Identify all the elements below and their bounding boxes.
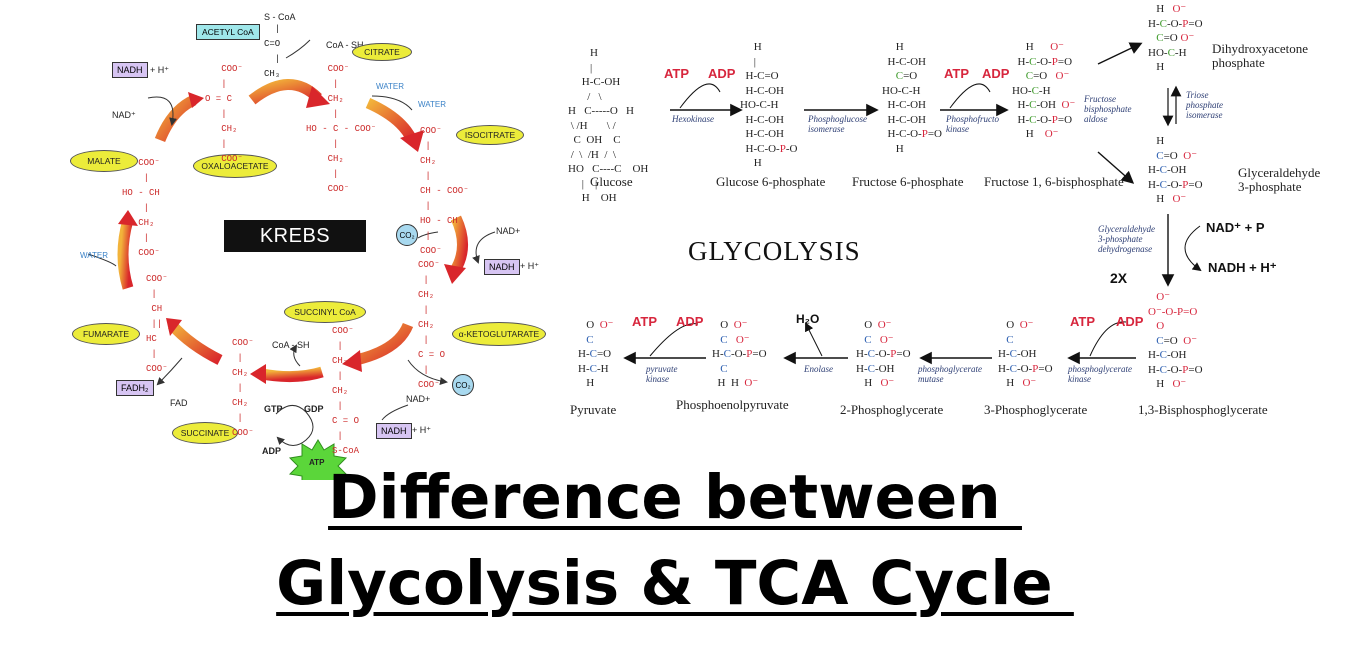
succinyl-coa-oval: SUCCINYL CoA: [284, 301, 366, 323]
enzyme-pfk: Phosphofructo kinase: [946, 114, 999, 134]
co2-bubble-2: CO₂: [452, 374, 474, 396]
bpg13-structure: O⁻ O⁻-O-P=O O C=O O⁻ H-C-OH H-C-O-P=O H …: [1148, 291, 1203, 390]
ketoglutarate-structure: COO⁻ | CH₂ | CH₂ | C = O | COO⁻: [418, 260, 446, 390]
oxaloacetate-oval: OXALOACETATE: [193, 154, 277, 178]
atp-label: ATP: [309, 458, 325, 467]
pg3-structure: O O⁻ C H-C-OH H-C-O-P=O H O⁻: [998, 319, 1053, 389]
atp-pfk: ATP: [944, 66, 970, 81]
adp-hexokinase: ADP: [708, 66, 736, 81]
h-plus-1: + H⁺: [150, 65, 170, 75]
dhap-structure: H O⁻ H-C-O-P=O C=O O⁻ HO-C-H H: [1148, 3, 1203, 73]
isocitrate-oval: ISOCITRATE: [456, 125, 524, 145]
water-label-3: WATER: [80, 251, 108, 260]
fumarate-structure: COO⁻ | CH || HC | COO⁻: [146, 274, 168, 374]
enzyme-hexokinase: Hexokinase: [672, 114, 714, 124]
heading-line-2: Glycolysis & TCA Cycle: [276, 548, 1074, 619]
isocitrate-structure: COO⁻ | CH₂ | CH - COO⁻ | HO - CH | COO⁻: [420, 126, 469, 256]
pg2-structure: O O⁻ C O⁻ H-C-O-P=O H-C-OH H O⁻: [856, 319, 911, 389]
succinyl-structure: COO⁻ | CH₂ | CH₂ | C = O | S-CoA: [332, 326, 360, 456]
acetyl-coa-label: ACETYL CoA: [196, 24, 260, 40]
pyruvate-structure: O O⁻ C H-C=O H-C-H H: [578, 319, 614, 389]
g6p-name: Glucose 6-phosphate: [716, 174, 826, 189]
citrate-structure: COO⁻ | CH₂ | HO - C - COO⁻ | CH₂ | COO⁻: [306, 64, 377, 194]
h2o-label: H₂O: [796, 312, 820, 326]
pep-structure: O O⁻ C O⁻ H-C-O-P=O C H H O⁻: [712, 319, 767, 389]
pg2-name: 2-Phosphoglycerate: [840, 402, 944, 417]
s-coa-label: S - CoA: [264, 12, 296, 22]
f6p-structure: H H-C-OH C=O HO-C-H H-C-OH H-C-OH H-C-O-…: [882, 41, 942, 155]
fad-label: FAD: [170, 398, 188, 408]
ketoglutarate-oval: α-KETOGLUTARATE: [452, 322, 546, 346]
h-plus-3: + H⁺: [412, 425, 432, 435]
f16bp-structure: H O⁻ H-C-O-P=O C=O O⁻ HO-C-H H-C-OH O⁻ H…: [1012, 41, 1076, 140]
enzyme-aldolase: Fructose bisphosphate aldose: [1084, 94, 1132, 124]
enzyme-pgi: Phosphoglucose isomerase: [808, 114, 867, 134]
nadh-box-1: NADH: [112, 62, 148, 78]
enzyme-tpi: Triose phosphate isomerase: [1186, 90, 1223, 120]
malate-oval: MALATE: [70, 150, 138, 172]
glycolysis-title: GLYCOLYSIS: [688, 236, 861, 266]
glycolysis-arrows: [623, 42, 1202, 365]
enzyme-pk: pyruvate kinase: [646, 364, 678, 384]
succinate-oval: SUCCINATE: [172, 422, 238, 444]
enzyme-gapdh: Glyceraldehyde 3-phosphate dehydrogenase: [1098, 224, 1155, 254]
malate-structure: COO⁻ | HO - CH | CH₂ | COO⁻: [122, 158, 160, 258]
dhap-name: Dihydroxyacetone phosphate: [1212, 41, 1309, 70]
co2-bubble-1: CO₂: [396, 224, 418, 246]
water-label-2: WATER: [418, 100, 446, 109]
enzyme-pgk: phosphoglycerate kinase: [1068, 364, 1132, 384]
succinate-structure: COO⁻ | CH₂ | CH₂ | COO⁻: [232, 338, 254, 438]
adp-pfk: ADP: [982, 66, 1010, 81]
gtp-label: GTP: [264, 404, 283, 414]
pep-name: Phosphoenolpyruvate (PEP): [676, 398, 789, 414]
adp-pgk: ADP: [1116, 314, 1144, 329]
krebs-arrows: [87, 39, 496, 480]
glucose-structure: H | H-C-OH / \ H C-----O H \ /H \ / C OH…: [568, 47, 649, 204]
krebs-cycle-title: KREBS CYCLE: [224, 220, 366, 279]
nad-plus-label-2: NAD+: [496, 226, 521, 236]
heading-line-1: Difference between: [328, 462, 1022, 533]
fumarate-oval: FUMARATE: [72, 323, 140, 345]
coa-sh-label-2: CoA - SH: [272, 340, 310, 350]
nadh-h-plus: NADH + H⁺: [1208, 260, 1277, 275]
pg3-name: 3-Phosphoglycerate: [984, 402, 1088, 417]
g3p-name: Glyceraldehyde 3-phosphate: [1238, 165, 1321, 194]
two-x-label: 2X: [1110, 270, 1128, 286]
bpg13-name: 1,3-Bisphosphoglycerate: [1138, 402, 1268, 417]
nadh-box-3: NADH: [376, 423, 412, 439]
coa-sh-label-1: CoA - SH: [326, 40, 364, 50]
water-label-1: WATER: [376, 82, 404, 91]
atp-starburst: [288, 439, 348, 480]
acetyl-coa-structure: | C=O | CH₃: [264, 24, 281, 79]
g6p-structure: H | H-C=O H-C-OH HO-C-H H-C-OH H-C-OH H-…: [740, 41, 798, 169]
enzyme-enolase: Enolase: [804, 364, 833, 374]
fadh2-box: FADH₂: [116, 380, 154, 396]
f6p-name: Fructose 6-phosphate: [852, 174, 964, 189]
atp-pk: ATP: [632, 314, 658, 329]
glucose-name: Glucose: [590, 174, 633, 189]
citrate-oval: CITRATE: [352, 43, 412, 61]
pyruvate-name: Pyruvate: [570, 402, 617, 417]
nad-plus-label: NAD⁺: [112, 110, 136, 120]
atp-hexokinase: ATP: [664, 66, 690, 81]
nad-plus-pi: NAD⁺ + P: [1206, 220, 1265, 235]
adp-pk: ADP: [676, 314, 704, 329]
adp-label: ADP: [262, 446, 282, 456]
f16bp-name: Fructose 1, 6-bisphosphate: [984, 174, 1124, 189]
nad-plus-label-3: NAD+: [406, 394, 431, 404]
gdp-label: GDP: [304, 404, 324, 414]
atp-pgk: ATP: [1070, 314, 1096, 329]
oxaloacetate-structure: COO⁻ | O = C | CH₂ | COO⁻: [205, 64, 243, 164]
g3p-structure: H C=O O⁻ H-C-OH H-C-O-P=O H O⁻: [1148, 135, 1203, 205]
nadh-box-2: NADH: [484, 259, 520, 275]
h-plus-2: + H⁺: [520, 261, 540, 271]
enzyme-pgm: phosphoglycerate mutase: [918, 364, 982, 384]
